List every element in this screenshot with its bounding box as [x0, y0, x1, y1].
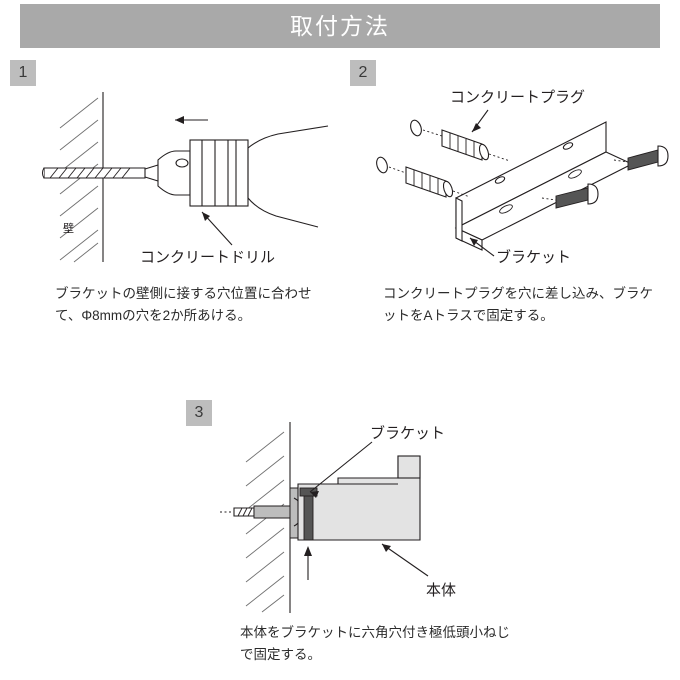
page-title: 取付方法	[290, 12, 390, 39]
bracket-leader-line	[309, 441, 373, 498]
wall-hatching-icon	[59, 97, 99, 263]
drill-chuck	[157, 150, 191, 196]
bracket-part	[454, 121, 634, 251]
wall-label-char-1: 壁	[63, 221, 74, 235]
figure-step-1-drilling: 壁	[40, 90, 330, 266]
bracket-label: ブラケット	[496, 248, 571, 266]
screw-lower	[541, 183, 599, 209]
plug-leader-line	[471, 109, 489, 133]
screw-upper	[613, 145, 669, 171]
figure-step-2-bracket: コンクリートプラグ	[370, 80, 670, 266]
concrete-plug-label: コンクリートプラグ	[450, 89, 585, 106]
step-badge-1: 1	[10, 60, 36, 86]
wall-hatching-icon	[245, 431, 285, 613]
insert-direction-arrow-icon	[304, 546, 312, 580]
bracket-label: ブラケット	[370, 424, 445, 442]
body-leader-line	[381, 543, 429, 577]
drill-bit	[41, 164, 159, 182]
bracket-leader-line	[469, 237, 495, 257]
drill-housing-top	[247, 125, 329, 149]
step-3-caption: 本体をブラケットに六角穴付き極低頭小ねじで固定する。	[240, 625, 510, 662]
concrete-plug-upper	[410, 119, 511, 162]
concrete-drill-label: コンクリートドリル	[140, 249, 275, 266]
drill-barrel-ribs	[201, 140, 237, 206]
step-1-caption: ブラケットの壁側に接する穴位置に合わせて、Φ8mmの穴を2か所あける。	[55, 286, 312, 323]
body-part	[297, 455, 421, 541]
body-label: 本体	[426, 582, 456, 599]
step-badge-3: 3	[186, 400, 212, 426]
anchor-screw	[220, 505, 293, 519]
direction-arrow-icon	[175, 116, 208, 124]
drill-leader-line	[201, 211, 233, 246]
header-bar: 取付方法	[20, 4, 660, 48]
step-badge-2: 2	[350, 60, 376, 86]
step-2-caption: コンクリートプラグを穴に差し込み、ブラケットをAトラスで固定する。	[383, 286, 653, 323]
drill-chuck-detail	[175, 158, 189, 168]
drill-barrel	[189, 139, 249, 207]
drill-housing-bottom	[247, 197, 319, 228]
concrete-plug-lower	[376, 156, 471, 198]
figure-step-3-body-mount: ブラケット 本体	[220, 420, 520, 613]
